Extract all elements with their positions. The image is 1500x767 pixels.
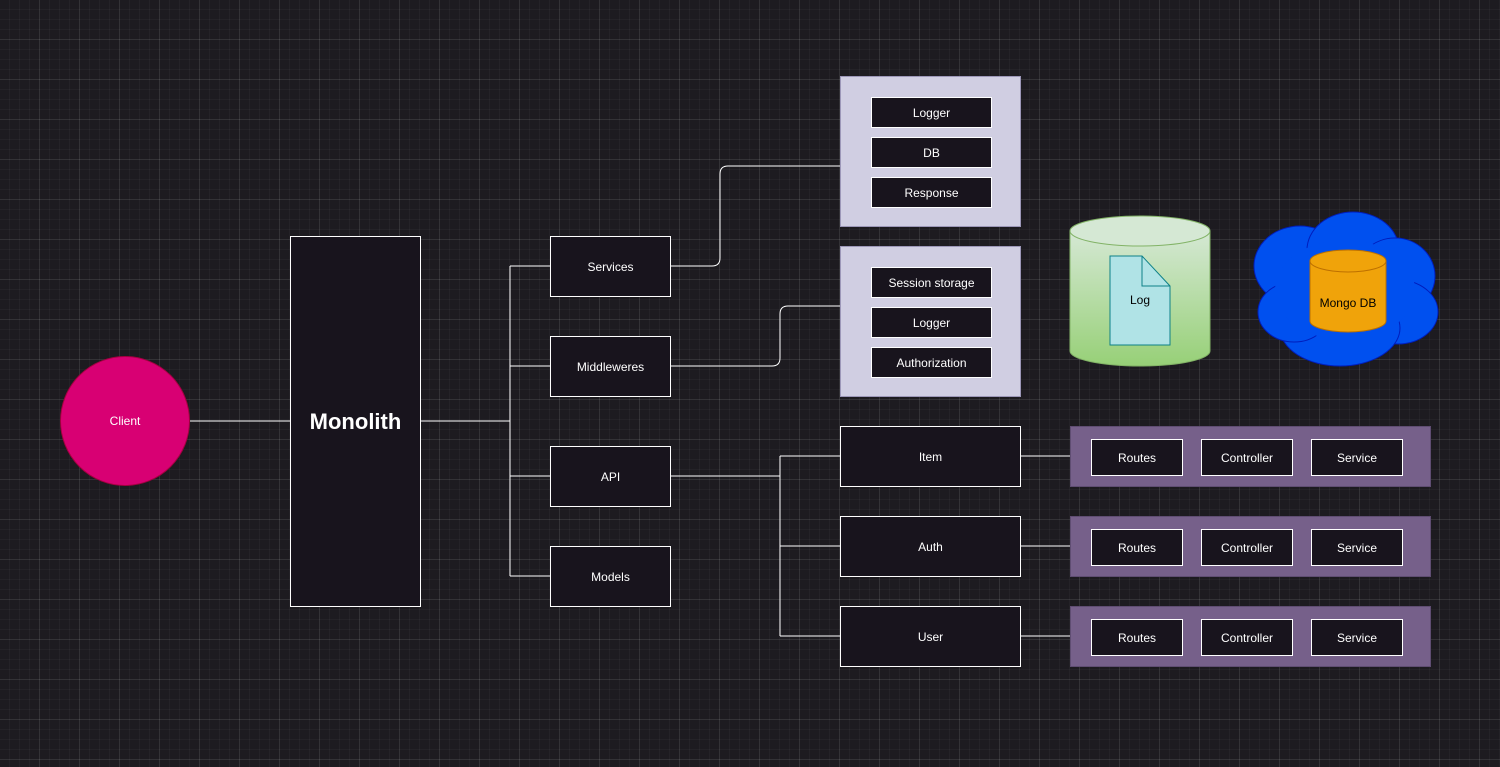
middlewares-group[interactable]: Session storage Logger Authorization — [840, 246, 1021, 397]
part-label: Routes — [1117, 630, 1157, 645]
item-routes-node[interactable]: Routes — [1091, 439, 1183, 476]
services-label: Services — [587, 259, 634, 274]
user-service-node[interactable]: Service — [1311, 619, 1403, 656]
item-controller-node[interactable]: Controller — [1201, 439, 1293, 476]
api-label: API — [600, 469, 621, 484]
auth-routes-node[interactable]: Routes — [1091, 529, 1183, 566]
services-item-logger[interactable]: Logger — [871, 97, 992, 128]
mongo-cylinder-icon — [1309, 249, 1387, 333]
part-label: Service — [1336, 630, 1377, 645]
middlewares-item-label: Logger — [912, 315, 951, 330]
middlewares-node[interactable]: Middleweres — [550, 336, 671, 397]
part-label: Service — [1336, 540, 1377, 555]
user-endpoint-label: User — [917, 629, 944, 644]
part-label: Controller — [1220, 630, 1274, 645]
services-item-label: DB — [923, 145, 940, 160]
services-item-db[interactable]: DB — [871, 137, 992, 168]
middlewares-item-label: Session storage — [888, 275, 975, 290]
monolith-label: Monolith — [309, 408, 402, 434]
auth-service-node[interactable]: Service — [1311, 529, 1403, 566]
item-endpoint-label: Item — [918, 449, 943, 464]
part-label: Routes — [1117, 450, 1157, 465]
mongo-db-label: Mongo DB — [1320, 296, 1377, 310]
api-node[interactable]: API — [550, 446, 671, 507]
item-endpoint-node[interactable]: Item — [840, 426, 1021, 487]
item-service-node[interactable]: Service — [1311, 439, 1403, 476]
user-routes-node[interactable]: Routes — [1091, 619, 1183, 656]
models-node[interactable]: Models — [550, 546, 671, 607]
item-parts-group[interactable]: Routes Controller Service — [1070, 426, 1431, 487]
part-label: Controller — [1220, 450, 1274, 465]
auth-controller-node[interactable]: Controller — [1201, 529, 1293, 566]
user-controller-node[interactable]: Controller — [1201, 619, 1293, 656]
user-parts-group[interactable]: Routes Controller Service — [1070, 606, 1431, 667]
middlewares-label: Middleweres — [576, 359, 645, 374]
middlewares-group-edge — [670, 305, 840, 367]
auth-endpoint-label: Auth — [918, 539, 943, 554]
client-node[interactable]: Client — [60, 356, 190, 486]
middlewares-item-logger[interactable]: Logger — [871, 307, 992, 338]
part-label: Service — [1336, 450, 1377, 465]
middlewares-item-label: Authorization — [896, 355, 967, 370]
document-icon — [1109, 255, 1171, 346]
monolith-node[interactable]: Monolith — [290, 236, 421, 607]
middlewares-item-session-storage[interactable]: Session storage — [871, 267, 992, 298]
log-database-node[interactable]: Log — [1068, 214, 1214, 370]
log-label: Log — [1130, 293, 1150, 307]
services-item-label: Logger — [912, 105, 951, 120]
models-label: Models — [591, 569, 630, 584]
auth-parts-group[interactable]: Routes Controller Service — [1070, 516, 1431, 577]
mongo-db-node[interactable]: Mongo DB — [1250, 210, 1442, 372]
part-label: Controller — [1220, 540, 1274, 555]
part-label: Routes — [1117, 540, 1157, 555]
services-group[interactable]: Logger DB Response — [840, 76, 1021, 227]
user-endpoint-node[interactable]: User — [840, 606, 1021, 667]
services-item-label: Response — [904, 185, 959, 200]
services-node[interactable]: Services — [550, 236, 671, 297]
services-item-response[interactable]: Response — [871, 177, 992, 208]
middlewares-item-authorization[interactable]: Authorization — [871, 347, 992, 378]
services-group-edge — [670, 165, 840, 267]
auth-endpoint-node[interactable]: Auth — [840, 516, 1021, 577]
client-label: Client — [109, 414, 141, 428]
